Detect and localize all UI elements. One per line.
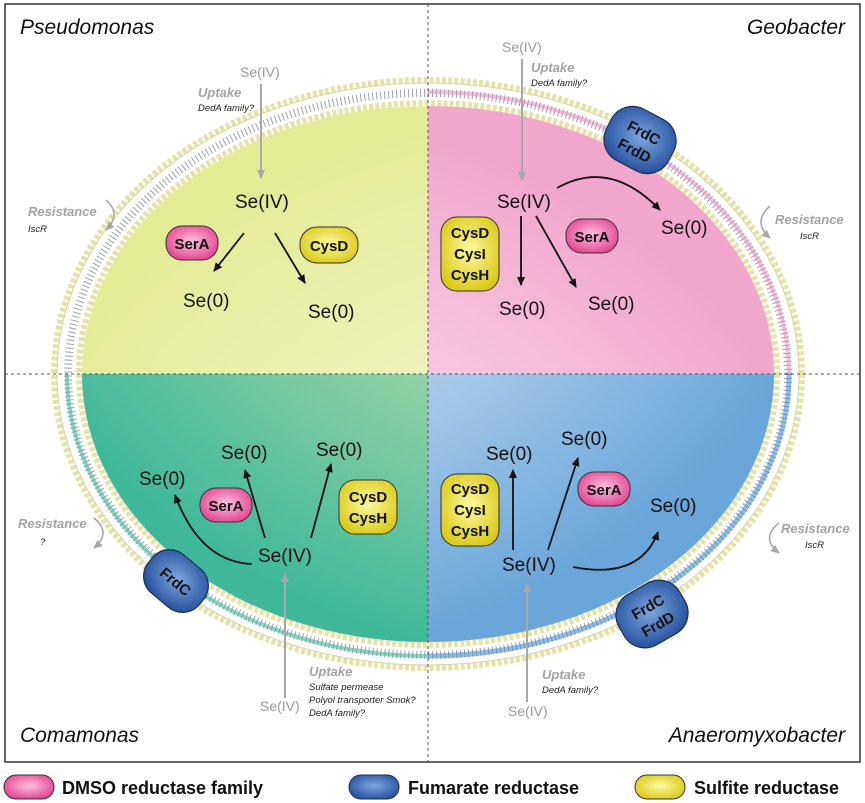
reduction-arrow-b	[535, 215, 577, 288]
legend-label-dmso: DMSO reductase family	[62, 778, 263, 798]
reduction-arrow-a	[174, 494, 253, 565]
reduction-arrow-b	[274, 232, 306, 284]
svg-text:CysD: CysD	[451, 481, 490, 498]
organism-name-comamonas: Comamonas	[20, 724, 140, 747]
uptake-label: Uptake	[309, 664, 352, 679]
enzyme-fumarate-reductase: FrdC	[143, 549, 209, 613]
enzyme-sera: SerA	[577, 471, 631, 507]
legend-item-sulfite: Sulfite reductase	[634, 774, 839, 800]
reduction-arrow-c	[310, 463, 333, 539]
se-iv-center: Se(IV)	[235, 192, 289, 213]
organism-name-geobacter: Geobacter	[747, 16, 846, 39]
resistance-curved-arrow	[768, 522, 780, 554]
se-0-product-a: Se(0)	[499, 299, 545, 320]
se-0-product-b: Se(0)	[221, 443, 267, 464]
svg-text:CysI: CysI	[454, 502, 486, 519]
quadrant-geobacter: Geobacter Se(IV) Uptake DedA family? Res…	[440, 16, 846, 320]
organism-name-anaeromyxobacter: Anaeromyxobacter	[667, 724, 846, 747]
svg-text:CysD: CysD	[451, 225, 490, 242]
enzyme-fumarate-reductase: FrdC FrdD	[603, 105, 677, 175]
legend-swatch-fumarate	[348, 774, 400, 800]
se-iv-external: Se(IV)	[240, 64, 280, 80]
enzyme-sera: SerA	[199, 487, 253, 523]
resistance-detail: IscR	[28, 224, 47, 235]
legend-item-fumarate: Fumarate reductase	[348, 774, 579, 800]
resistance-detail: IscR	[805, 540, 824, 551]
se-0-product-b: Se(0)	[588, 294, 634, 315]
se-0-product-c: Se(0)	[650, 496, 696, 517]
se-0-product-a: Se(0)	[486, 444, 532, 465]
reduction-arrow-a	[213, 232, 245, 272]
se-iv-external: Se(IV)	[502, 39, 542, 55]
svg-text:CysI: CysI	[454, 246, 486, 263]
se-iv-center: Se(IV)	[497, 192, 551, 213]
legend-swatch-sulfite	[634, 774, 686, 800]
svg-text:CysH: CysH	[349, 510, 387, 527]
enzyme-sera: SerA	[565, 218, 619, 254]
uptake-label: Uptake	[198, 85, 241, 100]
se-0-product-c: Se(0)	[316, 440, 362, 461]
legend: DMSO reductase family Fumarate reductase…	[3, 774, 839, 800]
svg-text:SerA: SerA	[208, 498, 243, 515]
se-0-product-b: Se(0)	[308, 302, 354, 323]
svg-text:CysD: CysD	[349, 489, 388, 506]
se-iv-external: Se(IV)	[508, 703, 548, 719]
uptake-detail-1: Sulfate permease	[309, 682, 383, 693]
legend-swatch-dmso	[3, 774, 55, 800]
reduction-arrow-b	[243, 469, 266, 539]
legend-item-dmso: DMSO reductase family	[3, 774, 263, 800]
se-0-product-a: Se(0)	[139, 469, 185, 490]
svg-text:SerA: SerA	[174, 236, 209, 253]
enzyme-sulfite-reductase-complex: CysD CysH	[338, 479, 398, 535]
uptake-label: Uptake	[531, 60, 574, 75]
svg-text:SerA: SerA	[574, 229, 609, 246]
svg-text:CysH: CysH	[451, 267, 489, 284]
organism-name-pseudomonas: Pseudomonas	[20, 16, 155, 39]
legend-label-fumarate: Fumarate reductase	[408, 778, 579, 798]
uptake-label: Uptake	[542, 667, 585, 682]
uptake-detail-3: DedA family?	[309, 708, 366, 719]
se-iv-center: Se(IV)	[502, 555, 556, 576]
resistance-curved-arrow	[105, 199, 115, 231]
enzyme-sulfite-reductase-complex: CysD CysI CysH	[440, 473, 500, 547]
resistance-detail: IscR	[800, 231, 819, 242]
enzyme-cysd: CysD	[299, 226, 359, 264]
uptake-detail: DedA family?	[542, 685, 599, 696]
resistance-label: Resistance	[781, 521, 850, 536]
uptake-detail-2: Polyol transporter Smok?	[309, 695, 416, 706]
uptake-detail: DedA family?	[198, 103, 255, 114]
reduction-arrow-c	[572, 531, 659, 571]
enzyme-sulfite-reductase-complex: CysD CysI CysH	[440, 216, 500, 292]
resistance-curved-arrow	[760, 205, 771, 239]
svg-text:CysD: CysD	[310, 238, 349, 255]
se-0-product-a: Se(0)	[183, 291, 229, 312]
quadrant-comamonas: Comamonas Se(IV) Uptake Sulfate permease…	[18, 440, 416, 747]
quadrant-pseudomonas: Pseudomonas Se(IV) Uptake DedA family? R…	[20, 16, 359, 323]
reduction-arrow-b	[547, 457, 580, 551]
enzyme-fumarate-reductase: FrdC FrdD	[615, 579, 689, 649]
quadrant-anaeromyxobacter: Anaeromyxobacter Se(IV) Uptake DedA fami…	[440, 429, 850, 747]
resistance-curved-arrow	[93, 517, 104, 549]
legend-label-sulfite: Sulfite reductase	[694, 778, 839, 798]
se-0-product-b: Se(0)	[561, 429, 607, 450]
resistance-label: Resistance	[18, 516, 87, 531]
resistance-label: Resistance	[775, 212, 844, 227]
se-iv-center: Se(IV)	[258, 546, 312, 567]
uptake-detail: DedA family?	[531, 78, 588, 89]
resistance-label: Resistance	[28, 204, 97, 219]
svg-text:CysH: CysH	[451, 523, 489, 540]
resistance-detail: ?	[40, 537, 46, 548]
reduction-arrow-c	[556, 176, 661, 211]
svg-text:SerA: SerA	[586, 482, 621, 499]
enzyme-sera: SerA	[165, 225, 219, 261]
se-iv-external: Se(IV)	[260, 698, 300, 714]
se-0-product-c: Se(0)	[661, 218, 707, 239]
